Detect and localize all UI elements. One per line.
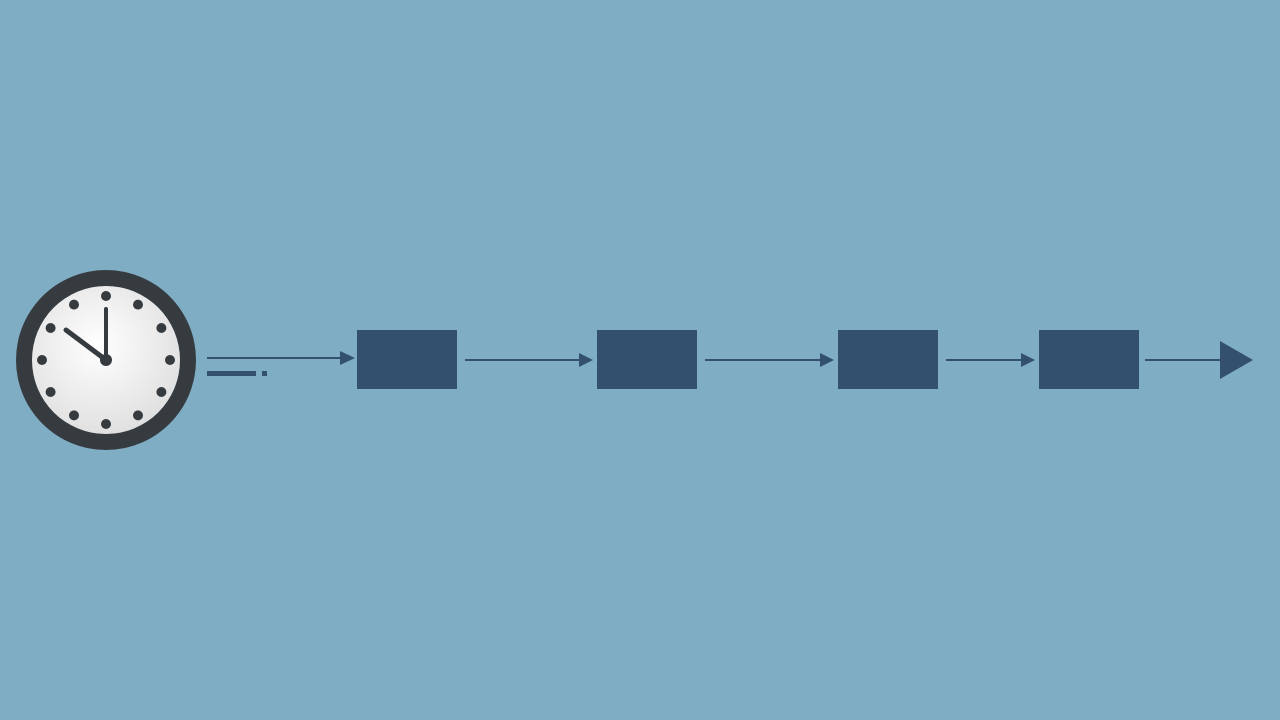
flow-steps — [357, 330, 1139, 389]
process-step-box — [357, 330, 457, 389]
process-step-box — [1039, 330, 1139, 389]
clock-hour-mark — [156, 323, 167, 333]
end-connector — [1145, 341, 1253, 379]
clock-hour-mark — [45, 323, 56, 333]
clock-icon — [16, 270, 196, 450]
arrowhead-small-icon — [579, 353, 593, 367]
clock-hour-mark — [101, 419, 111, 429]
clock-hour-mark — [165, 355, 175, 365]
dot-mark — [262, 371, 267, 376]
clock-hour-mark — [133, 299, 143, 310]
clock-hour-mark — [156, 387, 167, 397]
clock-hour-mark — [69, 299, 79, 310]
clock-hour-mark — [133, 410, 143, 421]
arrowhead-icon — [1220, 341, 1253, 379]
arrowhead-small-icon — [1021, 353, 1035, 367]
process-step-box — [838, 330, 938, 389]
clock-hour-mark — [37, 355, 47, 365]
clock-hour-mark — [69, 410, 79, 421]
clock-hour-marks — [37, 291, 175, 429]
process-step-box — [597, 330, 697, 389]
clock-hour-mark — [101, 291, 111, 301]
arrowhead-small-icon — [340, 351, 355, 365]
clock-center-pin — [100, 354, 112, 366]
dash-mark — [207, 371, 256, 376]
clock-hour-mark — [45, 387, 56, 397]
start-connector — [207, 351, 355, 376]
arrowhead-small-icon — [820, 353, 834, 367]
clock-hour-hand — [63, 327, 109, 363]
